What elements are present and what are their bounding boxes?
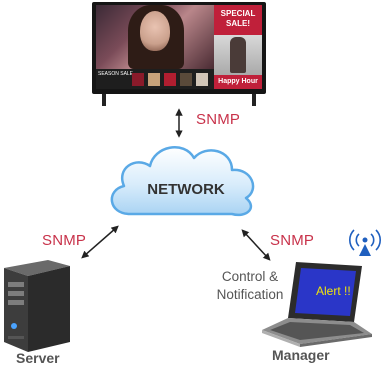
network-label: NETWORK (147, 181, 225, 198)
server-label: Server (16, 350, 60, 366)
tv-thumb (164, 73, 176, 86)
wireless-alert-icon (349, 229, 381, 256)
cloud-icon (110, 146, 255, 217)
snmp-label-right: SNMP (270, 232, 315, 249)
tv-photo-area (96, 5, 214, 69)
alert-text: Alert !! (316, 284, 351, 298)
tv-stand-right (252, 94, 256, 106)
tv-happy-hour: Happy Hour (214, 75, 262, 89)
tv-bottom-strip: SEASON SALE (96, 69, 214, 89)
tv-model-figure (230, 37, 246, 73)
arrow-network-server (81, 225, 119, 259)
tv-thumb (148, 73, 160, 86)
tv-thumb (196, 73, 208, 86)
tv-thumb (132, 73, 144, 86)
tv-thumb (180, 73, 192, 86)
arrow-network-manager (241, 229, 271, 261)
server-icon (4, 260, 70, 352)
manager-label: Manager (272, 347, 330, 363)
tv-screen: SPECIAL SALE! SEASON SALE Happy Hour (96, 5, 262, 89)
tv-season-sale: SEASON SALE (98, 71, 134, 77)
tv-sale-banner: SPECIAL SALE! (214, 5, 262, 35)
tv-model-panel (214, 35, 262, 75)
tv-model-face (140, 11, 170, 51)
tv-stand-left (102, 94, 106, 106)
snmp-label-top: SNMP (196, 111, 241, 128)
snmp-label-left: SNMP (42, 232, 87, 249)
laptop-icon (262, 262, 372, 347)
digital-signage-tv: SPECIAL SALE! SEASON SALE Happy Hour (92, 2, 266, 106)
control-notification-label: Control & Notification (216, 269, 284, 302)
